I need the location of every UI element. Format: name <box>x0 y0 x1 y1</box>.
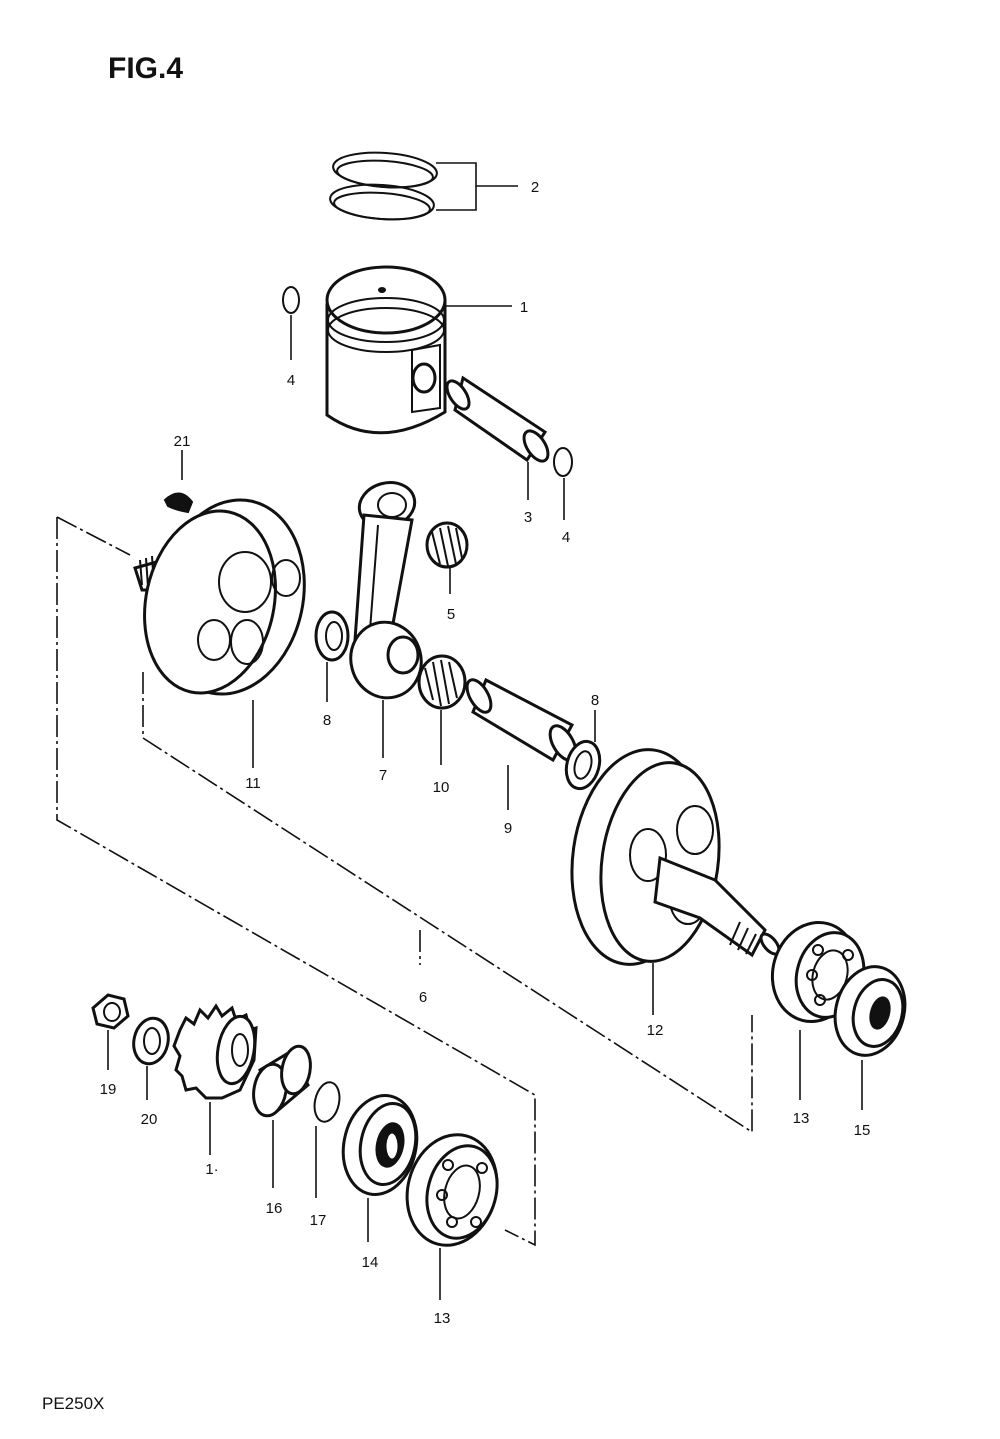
crank-half-left <box>133 498 306 696</box>
part-label-12: 12 <box>647 1022 664 1039</box>
big-end-bearing <box>417 654 467 710</box>
circlip-right <box>553 447 573 477</box>
part-label-19: 19 <box>100 1081 117 1098</box>
circlip-left <box>282 286 300 314</box>
primary-drive-gear <box>172 1003 258 1100</box>
part-label-1: 1 <box>520 299 528 316</box>
lock-washer <box>132 1016 170 1066</box>
o-ring <box>313 1081 341 1123</box>
thrust-washer-left <box>314 610 350 662</box>
crank-half-right <box>570 748 781 966</box>
crank-bearing-left <box>405 1133 499 1247</box>
part-label-17: 17 <box>310 1212 327 1229</box>
part-label-11: 11 <box>245 775 261 792</box>
part-label-13-right: 13 <box>793 1110 810 1127</box>
part-label-8-left: 8 <box>323 712 331 729</box>
woodruff-key <box>163 492 194 514</box>
crank-pin <box>465 677 578 763</box>
part-label-5: 5 <box>447 606 455 623</box>
assembly-bracket <box>56 516 753 1247</box>
figure-title: FIG.4 <box>108 52 183 85</box>
piston-rings <box>329 151 438 221</box>
part-label-16: 16 <box>266 1200 283 1217</box>
connecting-rod <box>349 481 423 700</box>
part-label-3: 3 <box>524 509 532 526</box>
part-label-7: 7 <box>379 767 387 784</box>
part-label-4-left: 4 <box>287 372 295 389</box>
part-label-9: 9 <box>504 820 512 837</box>
spacer <box>252 1044 312 1118</box>
part-label-4-right: 4 <box>562 529 570 546</box>
thrust-washer-right <box>564 739 602 791</box>
part-label-8-right: 8 <box>591 692 599 709</box>
part-label-14: 14 <box>362 1254 379 1271</box>
oil-seal-left <box>341 1094 419 1196</box>
piston-pin <box>445 375 550 463</box>
part-label-15: 15 <box>854 1122 871 1139</box>
piston <box>325 265 447 435</box>
part-label-21: 21 <box>174 433 191 450</box>
model-code: PE250X <box>42 1394 104 1413</box>
part-label-6: 6 <box>419 989 427 1006</box>
part-label-18: 1· <box>205 1161 218 1178</box>
part-label-20: 20 <box>141 1111 158 1128</box>
crank-nut <box>91 993 130 1030</box>
part-label-13-left: 13 <box>434 1310 451 1327</box>
oil-seal-right <box>833 965 907 1057</box>
part-label-10: 10 <box>433 779 450 796</box>
part-label-2: 2 <box>531 179 539 196</box>
small-end-bearing <box>425 521 469 569</box>
